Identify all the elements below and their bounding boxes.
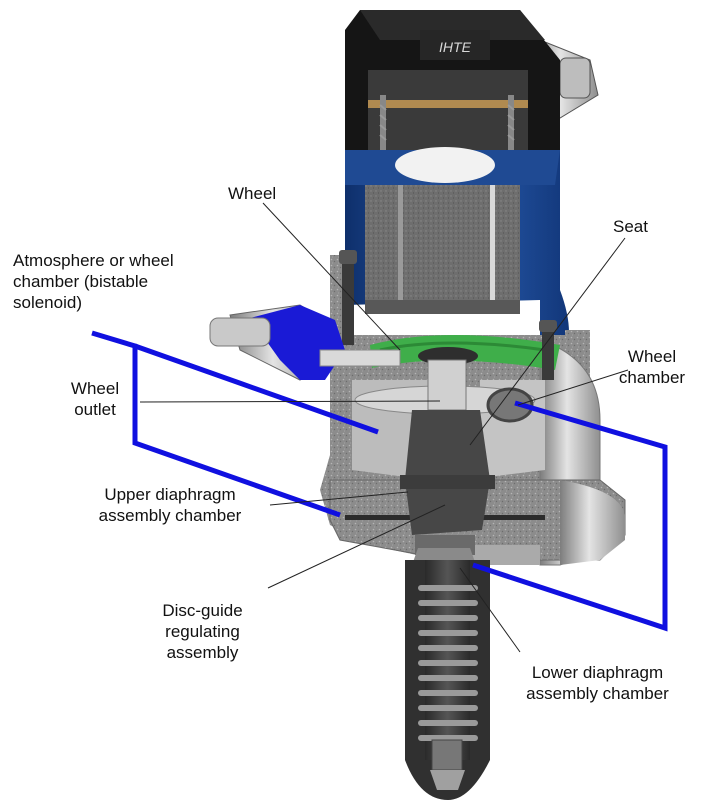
label-seat-line-1: Seat xyxy=(613,217,648,236)
label-lower-diaphragm-line-1: Lower diaphragm xyxy=(531,663,664,682)
leader-seat xyxy=(469,237,626,446)
leader-lines xyxy=(139,202,629,653)
label-atmosphere: Atmosphere or wheel chamber (bistable so… xyxy=(13,250,174,313)
label-wheel-outlet: Wheel outlet xyxy=(55,378,135,420)
leader-disc-guide xyxy=(267,504,446,589)
label-lower-diaphragm: Lower diaphragm assembly chamber xyxy=(500,662,695,704)
atmosphere-line-upper xyxy=(134,343,379,435)
leader-wheel-chamber xyxy=(517,369,629,406)
label-lower-diaphragm-line-2: assembly chamber xyxy=(526,684,669,703)
atmosphere-line-left xyxy=(91,330,341,518)
label-wheel-chamber: Wheel chamber xyxy=(612,346,692,388)
label-wheel-chamber-line-2: chamber xyxy=(618,368,686,387)
label-wheel-outlet-line-2: outlet xyxy=(74,400,116,419)
label-upper-diaphragm-line-2: assembly chamber xyxy=(98,506,242,525)
svg-text:IHTE: IHTE xyxy=(439,39,472,55)
label-wheel: Wheel xyxy=(228,183,276,204)
spring-housing xyxy=(405,560,490,800)
label-atmosphere-line-2: chamber (bistable xyxy=(13,272,149,291)
leader-wheel xyxy=(262,202,401,351)
label-wheel-outlet-line-1: Wheel xyxy=(70,379,120,398)
leader-wheel-outlet xyxy=(139,400,441,403)
label-upper-diaphragm: Upper diaphragm assembly chamber xyxy=(65,484,275,526)
disc-guide-stem xyxy=(400,359,495,565)
label-atmosphere-line-3: solenoid) xyxy=(13,293,82,312)
leader-lower-diaphragm xyxy=(459,567,521,653)
pressure-connection-lines xyxy=(91,330,668,632)
wheel-chamber-line xyxy=(472,400,668,632)
label-disc-guide-line-3: assembly xyxy=(166,643,239,662)
label-seat: Seat xyxy=(613,216,648,237)
label-upper-diaphragm-line-1: Upper diaphragm xyxy=(104,485,236,504)
label-disc-guide-line-2: regulating xyxy=(165,622,240,641)
solenoid-housing xyxy=(345,147,569,365)
label-disc-guide: Disc-guide regulating assembly xyxy=(140,600,265,663)
leader-upper-diaphragm xyxy=(269,491,409,506)
label-wheel-chamber-line-1: Wheel xyxy=(627,347,677,366)
label-disc-guide-line-1: Disc-guide xyxy=(162,601,243,620)
outlet-fitting xyxy=(209,304,401,381)
label-wheel-line-1: Wheel xyxy=(228,184,277,203)
label-atmosphere-line-1: Atmosphere or wheel xyxy=(13,251,174,270)
